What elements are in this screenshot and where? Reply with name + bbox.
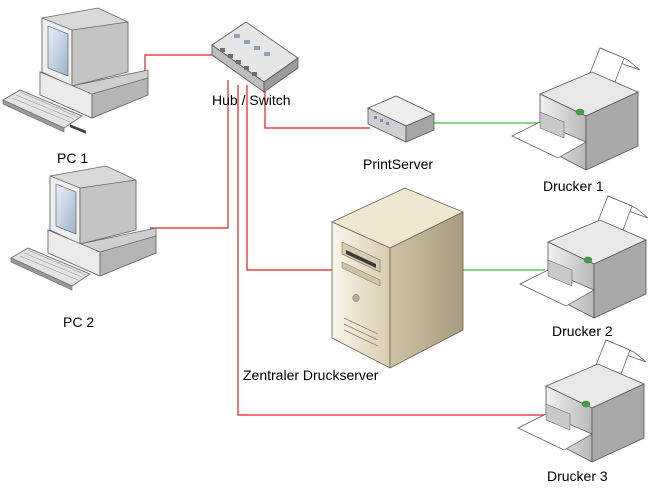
cable-hub-centralserver (246, 85, 335, 271)
laser-printer-icon (519, 195, 649, 319)
label-hub: Hub / Switch (212, 92, 291, 108)
label-printer3: Drucker 3 (547, 468, 608, 484)
network-switch-icon (211, 21, 299, 93)
cable-hub-printer3 (237, 85, 545, 416)
desktop-pc-icon (10, 165, 157, 291)
desktop-pc-icon (2, 7, 149, 134)
label-pc1: PC 1 (57, 150, 89, 166)
cables-printer (433, 122, 545, 271)
laser-printer-icon (511, 47, 641, 171)
cable-hub-printserver (264, 85, 370, 129)
label-printer1: Drucker 1 (543, 178, 604, 194)
label-pc2: PC 2 (63, 314, 95, 330)
label-printer2: Drucker 2 (552, 323, 613, 339)
label-printserver: PrintServer (363, 156, 434, 172)
cable-pc2-hub (150, 80, 229, 229)
print-server-box-icon (367, 95, 435, 143)
cables-lan (144, 54, 545, 416)
laser-printer-icon (517, 339, 647, 463)
tower-server-icon (331, 187, 464, 369)
cable-pc1-hub (144, 54, 215, 95)
label-central-server: Zentraler Druckserver (243, 367, 379, 383)
